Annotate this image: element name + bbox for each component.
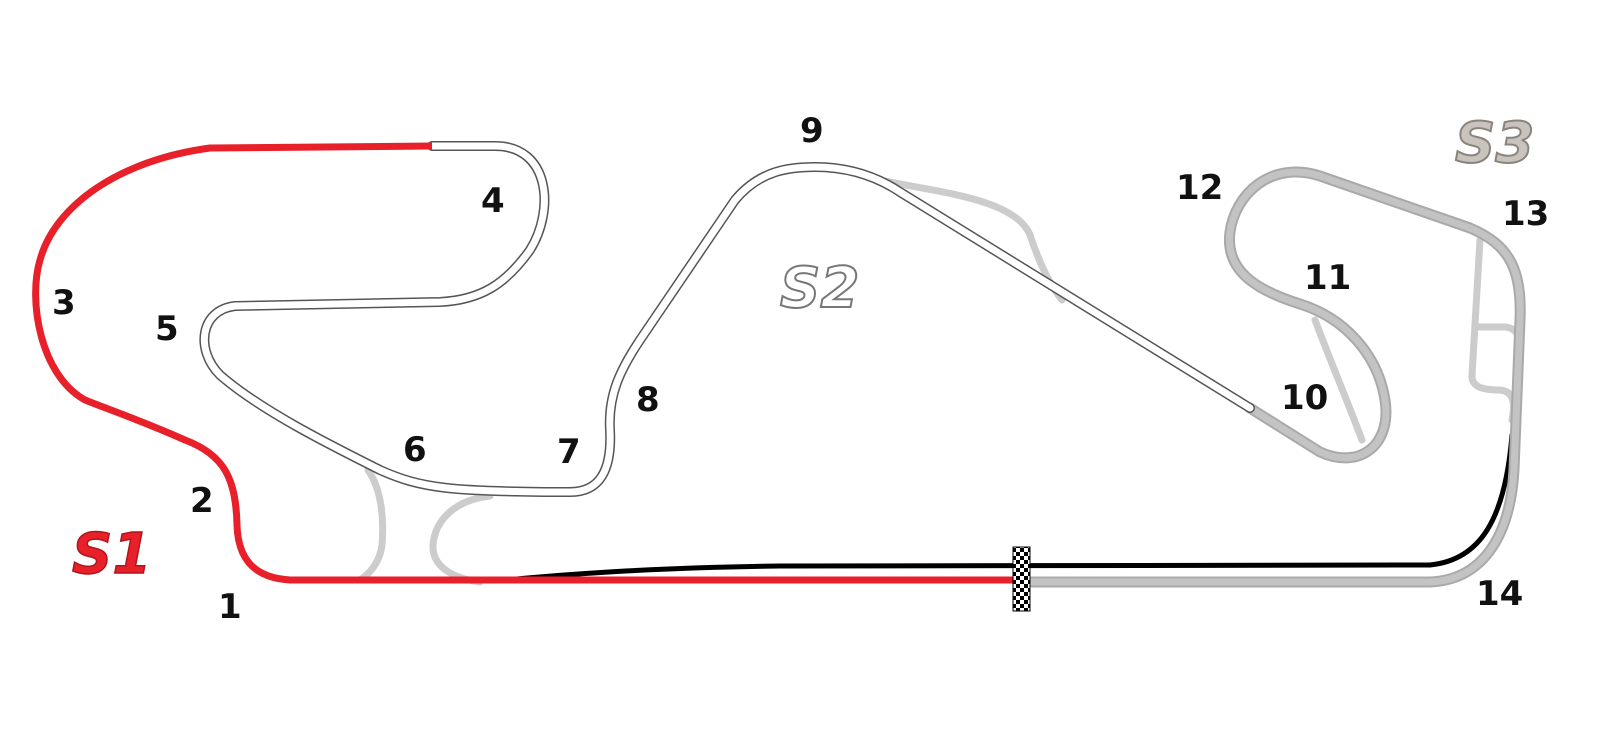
turn-label-3: 3 — [52, 283, 76, 323]
turn-label-13: 13 — [1502, 194, 1549, 234]
turn-label-9: 9 — [800, 111, 824, 151]
turn-label-1: 1 — [218, 587, 242, 627]
sector-label-s3: S3 — [1455, 111, 1534, 176]
turn-label-11: 11 — [1304, 258, 1351, 298]
sector-label-s2: S2 — [780, 256, 859, 321]
turn-label-12: 12 — [1176, 168, 1223, 208]
pit-lane — [502, 432, 1515, 583]
sector-2-track — [199, 141, 1255, 497]
turn-label-10: 10 — [1281, 378, 1328, 418]
runoff-road-t6 — [356, 466, 387, 584]
turn-label-4: 4 — [481, 181, 505, 221]
runoff-road-t7 — [429, 492, 494, 586]
turn-label-2: 2 — [190, 481, 214, 521]
runoff-road-t10 — [1311, 316, 1366, 444]
sector-3-track — [1024, 166, 1526, 588]
sector-label-s1: S1 — [72, 522, 151, 587]
turn-label-7: 7 — [557, 432, 581, 472]
turn-label-5: 5 — [155, 309, 179, 349]
turn-labels: 1 2 3 4 5 6 7 8 9 10 11 12 13 14 — [52, 111, 1549, 627]
turn-label-6: 6 — [403, 430, 427, 470]
turn-label-14: 14 — [1476, 574, 1523, 614]
sector-1-track — [32, 142, 1020, 584]
turn-label-8: 8 — [636, 380, 660, 420]
start-finish-flag — [1012, 546, 1031, 612]
